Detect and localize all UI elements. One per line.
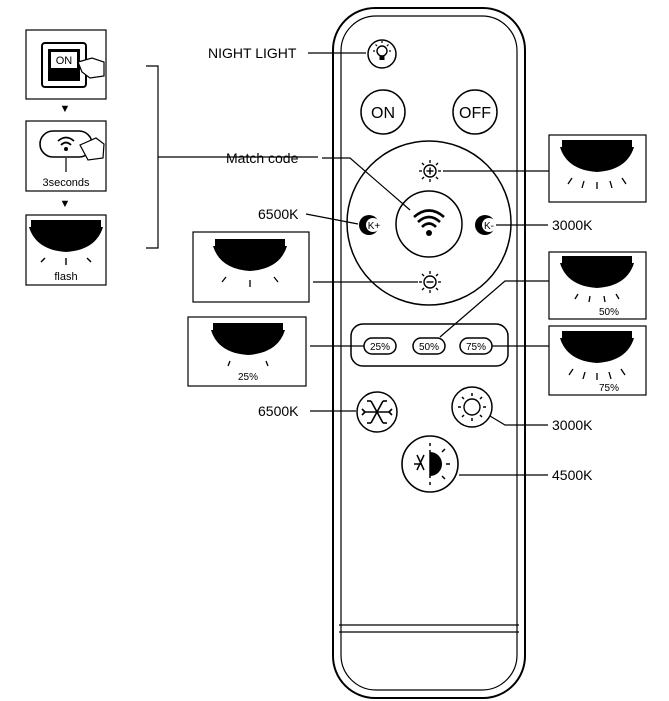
cold-white-button[interactable]: [356, 391, 398, 433]
wifi-icon: [413, 209, 445, 236]
off-button-label: OFF: [459, 105, 491, 122]
brightness-up-icon: [419, 160, 441, 182]
flash-caption: flash: [54, 271, 77, 283]
neutral-white-button[interactable]: [401, 435, 459, 493]
pairing-step-3: flash: [25, 214, 107, 286]
k-plus-button[interactable]: K+: [359, 215, 380, 235]
snowflake-icon: [361, 400, 393, 424]
panel-50: 50%: [548, 251, 647, 320]
bulb-icon: [373, 41, 391, 60]
sun-icon: [458, 393, 486, 421]
hold-caption: 3seconds: [42, 177, 90, 189]
on-button-label: ON: [371, 105, 395, 122]
warm-white-label: 3000K: [552, 417, 593, 433]
match-code-label: Match code: [226, 150, 299, 166]
hand-icon: [79, 137, 105, 161]
percent-75-label: 75%: [466, 342, 486, 353]
k-minus-label: K-: [484, 221, 494, 232]
pairing-step-2: 3seconds: [25, 120, 107, 192]
half-sun-icon: [414, 443, 450, 485]
panel-brightness-down: [192, 231, 310, 303]
k-plus-label: K+: [368, 221, 381, 232]
panel-50-caption: 50%: [599, 307, 619, 318]
wifi-icon: [57, 136, 75, 151]
brightness-down-button[interactable]: [419, 271, 441, 293]
percent-75-button[interactable]: 75%: [459, 337, 493, 355]
night-light-button[interactable]: [367, 39, 397, 69]
switch-panel-icon: ON: [41, 42, 87, 88]
panel-25: 25%: [187, 316, 307, 387]
percent-50-label: 50%: [419, 342, 439, 353]
pairing-bracket: [146, 65, 318, 249]
off-button[interactable]: OFF: [452, 89, 498, 135]
percent-25-button[interactable]: 25%: [363, 337, 397, 355]
cold-white-label: 6500K: [258, 403, 299, 419]
brightness-down-icon: [419, 271, 441, 293]
panel-75: 75%: [548, 325, 647, 396]
neutral-white-label: 4500K: [552, 467, 593, 483]
percent-25-label: 25%: [370, 342, 390, 353]
pairing-step-1: ON: [25, 29, 107, 100]
k-minus-button[interactable]: K-: [475, 215, 496, 235]
panel-75-caption: 75%: [599, 383, 619, 394]
k-plus-temp-label: 6500K: [258, 206, 299, 222]
k-minus-temp-label: 3000K: [552, 217, 593, 233]
panel-25-caption: 25%: [238, 372, 258, 383]
hand-icon: [77, 57, 105, 79]
brightness-up-button[interactable]: [419, 160, 441, 182]
step-arrow-1: ▼: [60, 103, 71, 115]
percent-50-button[interactable]: 50%: [412, 337, 446, 355]
step-arrow-2: ▼: [60, 198, 71, 210]
night-light-label: NIGHT LIGHT: [208, 45, 297, 61]
switch-on-label: ON: [56, 55, 73, 67]
warm-white-button[interactable]: [451, 386, 493, 428]
panel-brightness-up: [548, 134, 647, 203]
match-code-button[interactable]: [395, 190, 463, 258]
on-button[interactable]: ON: [360, 89, 406, 135]
